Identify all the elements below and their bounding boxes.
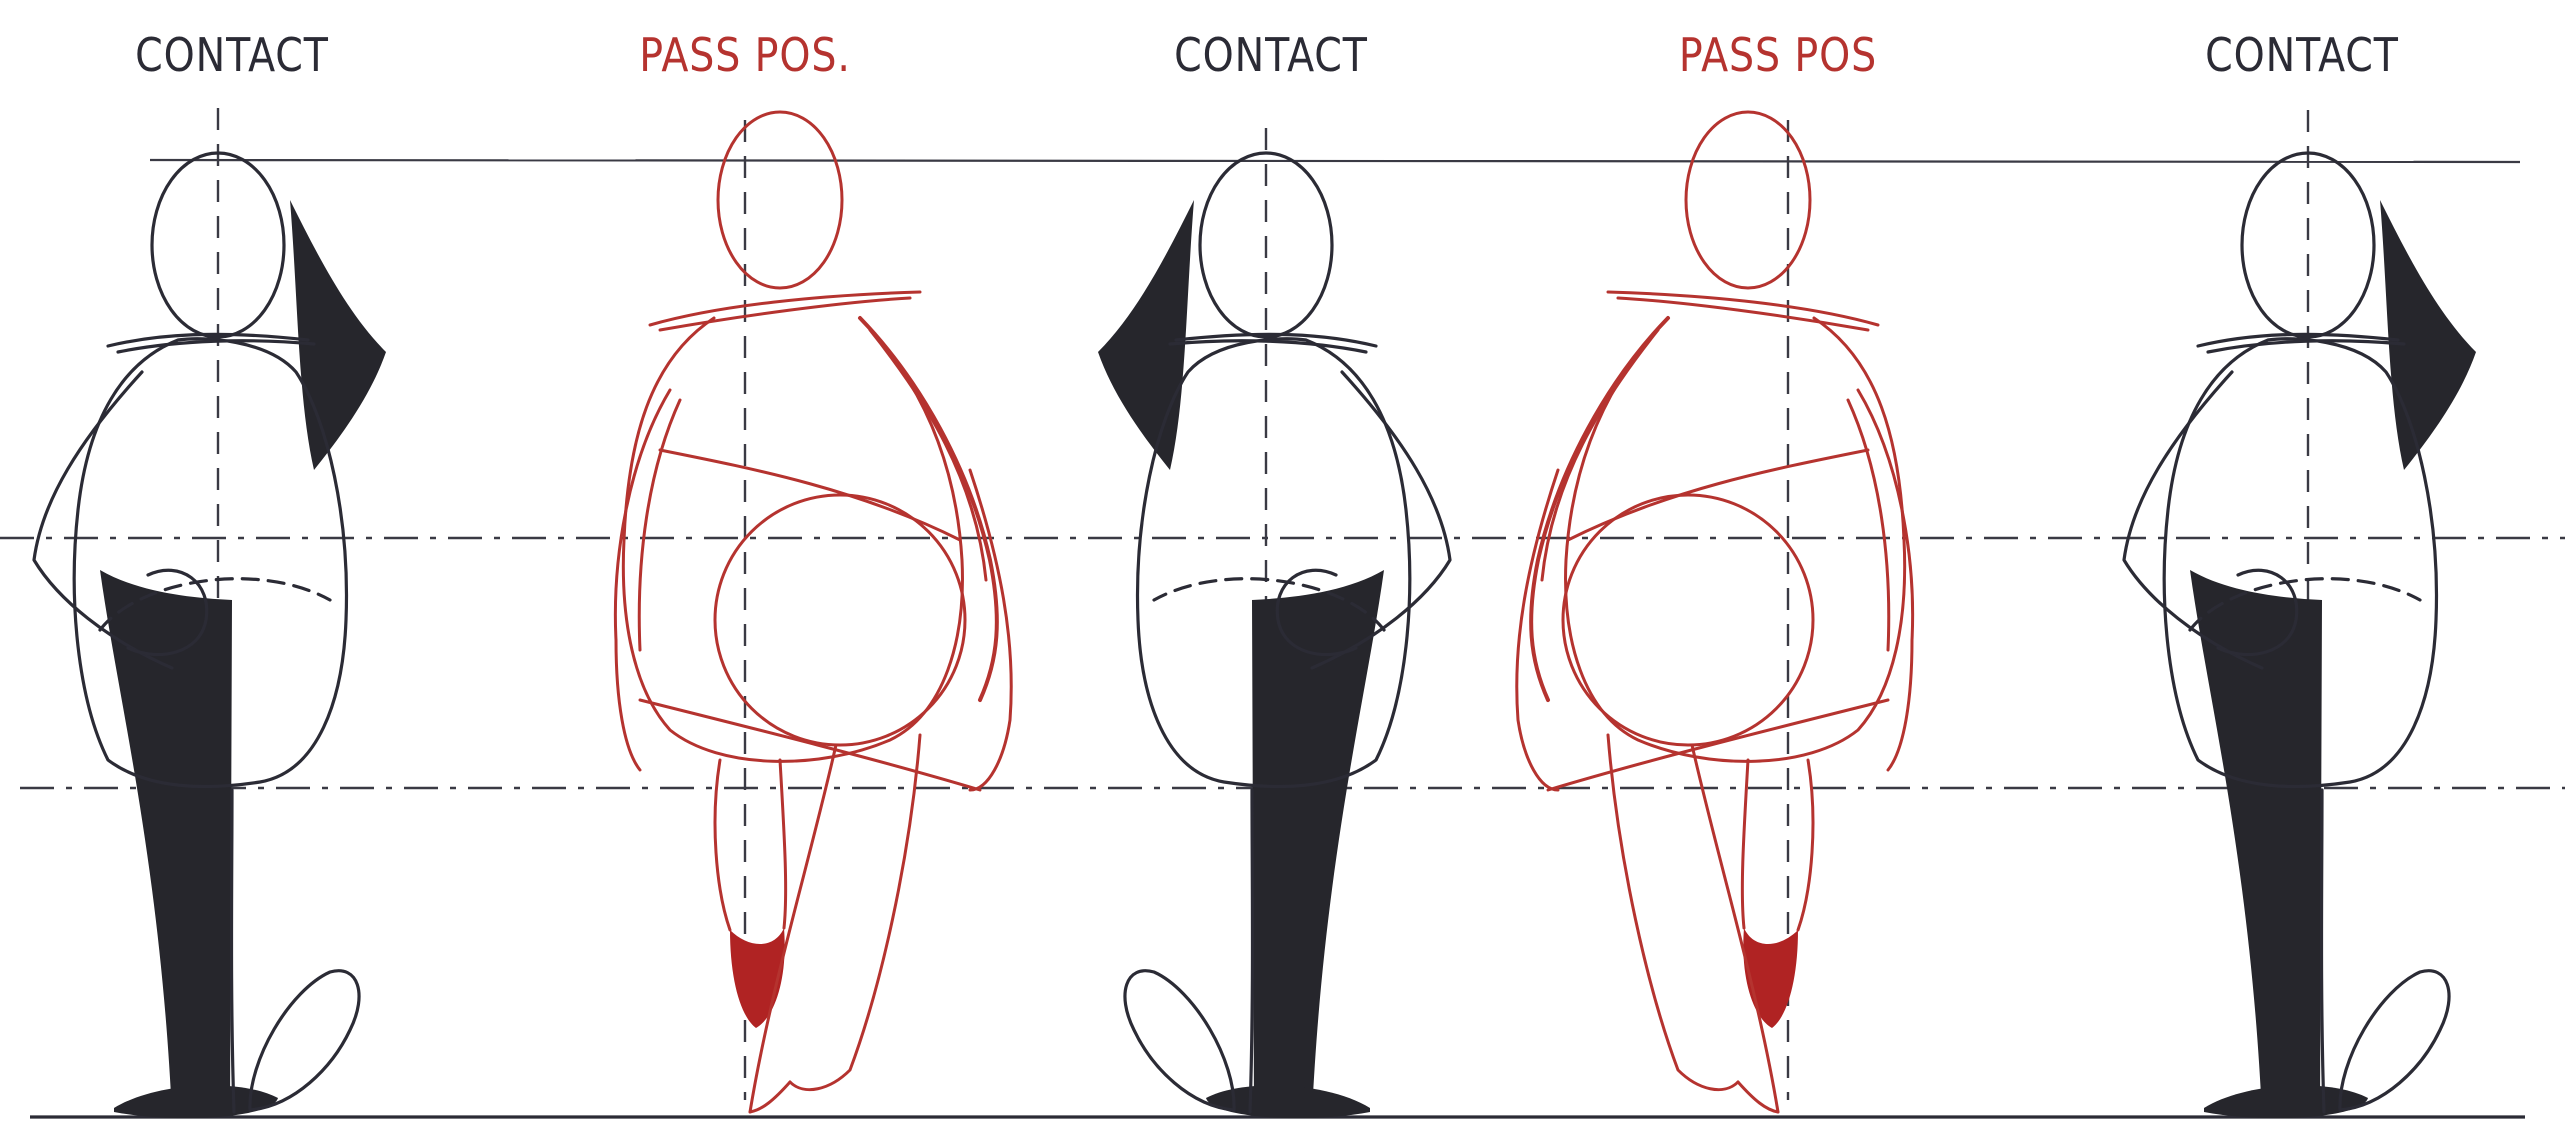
figure-contact-1 — [34, 153, 386, 1118]
figure-pass-pos-1 — [615, 112, 1011, 1112]
figure-contact-3 — [2124, 153, 2476, 1118]
figure-pass-pos-2 — [1517, 112, 1913, 1112]
figure-contact-2 — [1098, 153, 1450, 1118]
